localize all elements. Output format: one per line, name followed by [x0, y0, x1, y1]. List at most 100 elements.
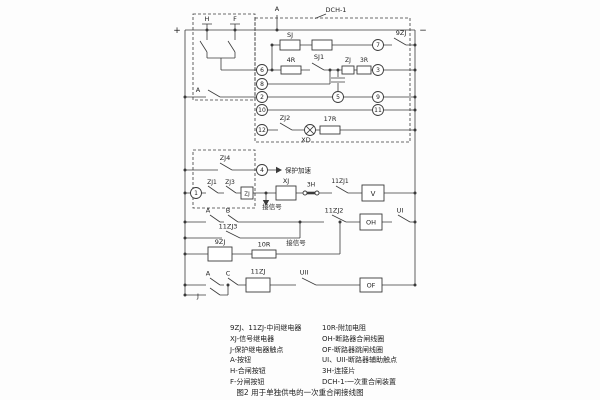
f-button-label: F — [233, 15, 237, 23]
terminal-number: 1 — [194, 190, 198, 197]
button-circuit-wires — [185, 23, 257, 98]
supply-rails — [184, 29, 416, 295]
r3-label: 3R — [360, 57, 368, 64]
figure-caption: 图2 用于单独供电的一次重合闸接线图 — [236, 388, 364, 397]
zj11-3-label: 11ZJ3 — [219, 223, 238, 231]
legend-item: J-保护继电器触点 — [230, 345, 284, 354]
terminal-12: 12 — [256, 124, 268, 136]
xd-lamp-icon — [304, 124, 316, 136]
sj-coil-box — [279, 39, 301, 51]
sj1-label: SJ1 — [314, 53, 324, 61]
zj2-label: ZJ2 — [280, 114, 291, 122]
terminal-number: 9 — [376, 94, 380, 101]
zj11-2-label: 11ZJ2 — [325, 207, 344, 215]
legend-item: XJ-信号继电器 — [230, 334, 275, 343]
terminals: 7 6 3 8 2 5 9 10 11 12 4 1 — [190, 39, 384, 199]
terminal-11: 11 — [372, 104, 384, 116]
plus-rail-label: + — [173, 26, 181, 36]
legend-item: A-按钮 — [230, 356, 252, 365]
terminal-10: 10 — [256, 104, 268, 116]
r10-label: 10R — [258, 241, 271, 249]
terminal-number: 4 — [260, 167, 264, 174]
leader-lines — [276, 13, 327, 30]
component-boxes — [207, 39, 385, 293]
zj9-coil-box — [207, 246, 233, 262]
protect-accel-arrow-icon — [276, 166, 282, 174]
device-label: DCH-1 — [326, 6, 347, 14]
oh-coil-box — [359, 213, 383, 231]
zj4-label: ZJ4 — [220, 154, 231, 162]
r17-label: 17R — [324, 115, 337, 123]
legend-item: OF-断路器跳闸线圈 — [322, 345, 384, 354]
wire-a-label: A — [275, 5, 280, 13]
zj3-label: ZJ3 — [225, 179, 235, 186]
xj-coil-box — [275, 185, 297, 201]
terminal-4: 4 — [256, 164, 268, 176]
zj-coil-label: ZJ — [244, 192, 250, 198]
r10-resistor — [251, 249, 277, 259]
dch1-box — [254, 17, 411, 143]
row-sj-wires — [271, 44, 415, 70]
terminal-2: 2 — [256, 91, 268, 103]
row-4r-wires — [267, 69, 415, 92]
zj11-3-branch-wires — [185, 222, 301, 239]
buttons-box — [192, 13, 256, 101]
uii-label: UII — [300, 269, 309, 277]
b-button-label: B — [226, 207, 230, 215]
legend-item: F-分闸按钮 — [230, 377, 265, 386]
ui-label: UI — [397, 207, 404, 215]
of-label: OF — [367, 282, 376, 290]
r4-label: 4R — [287, 56, 296, 64]
signal-1-label: 接信号 — [262, 202, 282, 211]
signal-arrow-icon — [262, 200, 270, 206]
a-button-label: A — [196, 86, 201, 94]
a2-button-label: A — [206, 207, 211, 215]
legend-left-column: 9ZJ、11ZJ-中间继电器 XJ-信号继电器 J-保护继电器触点 A-按钮 H… — [230, 323, 306, 388]
junction-dots — [183, 28, 417, 297]
3h-label: 3H — [307, 182, 315, 189]
r4-resistor — [280, 65, 302, 75]
terminal-1: 1 — [190, 187, 202, 199]
legend-right-column: 10R-附加电阻 OH-断路器合闸线圈 OF-断路器跳闸线圈 UI、UII-断路… — [322, 323, 397, 388]
zj9-coil-label: 9ZJ — [215, 238, 226, 246]
terminal-3: 3 — [372, 64, 384, 76]
annotation-arrows — [262, 166, 282, 206]
terminal-number: 3 — [376, 67, 380, 74]
3h-link-icon — [302, 190, 320, 196]
terminal-number: 2 — [260, 94, 264, 101]
zj-top-label: ZJ — [345, 57, 351, 64]
legend-item: OH-断路器合闸线圈 — [322, 334, 385, 343]
of-row-wires — [185, 284, 415, 296]
zj-relay-box — [192, 149, 256, 209]
terminal-number: 12 — [258, 127, 266, 134]
j-contact-label: J — [196, 292, 199, 300]
dashed-boxes — [192, 13, 411, 209]
zj11-coil-label: 11ZJ — [251, 268, 266, 276]
zj9-row-wires — [185, 222, 341, 255]
zj11-coil-box — [245, 277, 271, 293]
legend-item: 9ZJ、11ZJ-中间继电器 — [230, 324, 302, 332]
terminal-number: 7 — [376, 42, 380, 49]
legend-item: 3H-连接片 — [322, 367, 356, 376]
h-button-label: H — [205, 15, 210, 23]
zj-top-box — [341, 65, 355, 75]
zj-coil-box — [240, 186, 254, 200]
signal-2-label: 接信号 — [286, 238, 306, 247]
protect-accel-label: 保护加速 — [285, 166, 312, 175]
of-coil-box — [359, 277, 383, 293]
xj-label: XJ — [283, 177, 289, 185]
sj-resistor-box — [311, 39, 333, 51]
zj1-label: ZJ1 — [207, 179, 217, 186]
xd-label: XD — [301, 136, 310, 144]
terminal-number: 6 — [260, 67, 264, 74]
legend-item: 10R-附加电阻 — [322, 324, 367, 332]
zj11-1-label: 11ZJ1 — [331, 178, 349, 185]
terminal-9: 9 — [372, 91, 384, 103]
terminal-number: 10 — [258, 107, 266, 114]
r3-resistor — [356, 65, 372, 75]
c-button-label: C — [226, 270, 231, 278]
terminal-number: 5 — [336, 94, 340, 101]
terminal-number: 11 — [374, 107, 382, 114]
legend: 9ZJ、11ZJ-中间继电器 XJ-信号继电器 J-保护继电器触点 A-按钮 H… — [230, 323, 397, 388]
terminal-5: 5 — [332, 91, 344, 103]
